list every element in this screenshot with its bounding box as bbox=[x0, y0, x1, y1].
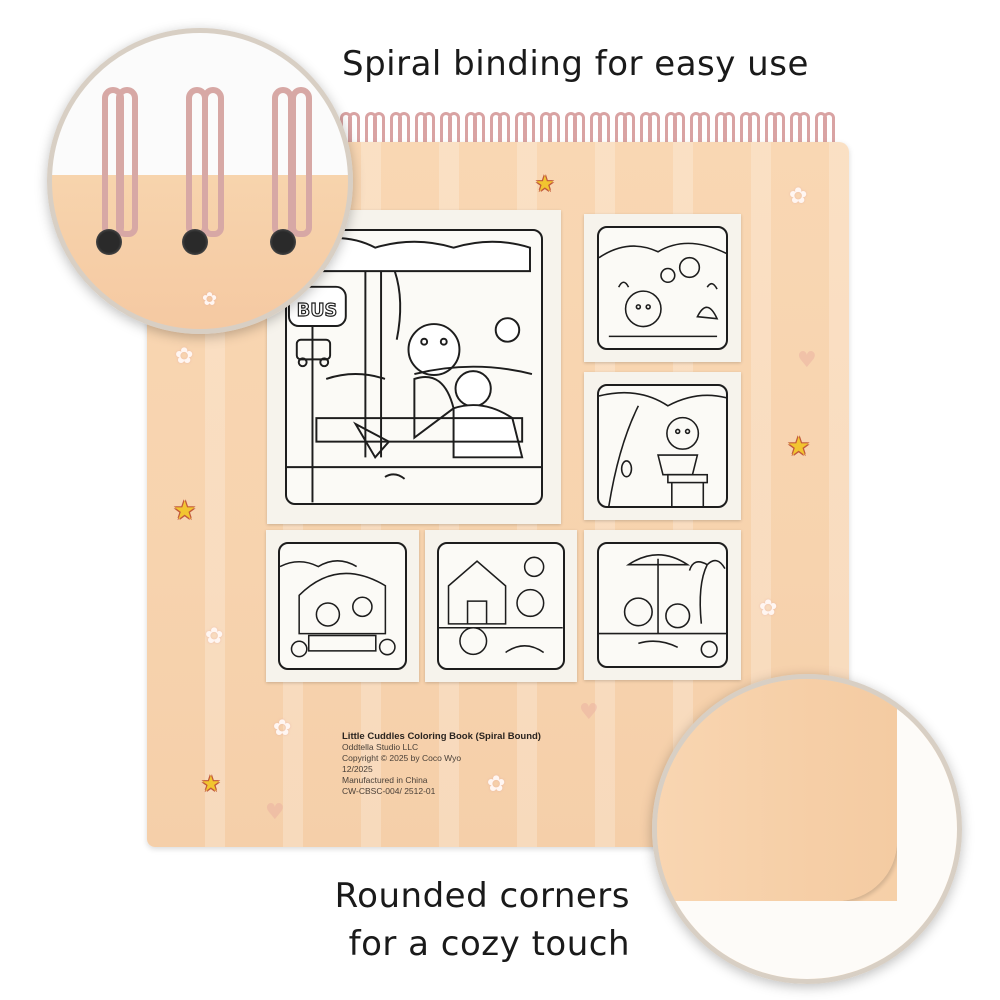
headline-corners-line1: Rounded corners bbox=[334, 876, 630, 916]
headline-corners-line2: for a cozy touch bbox=[348, 924, 630, 964]
imprint-publisher: Oddtella Studio LLC bbox=[342, 742, 419, 752]
flower-icon: ✿ bbox=[273, 716, 292, 741]
star-icon: ★ bbox=[201, 772, 221, 797]
coloring-page-forest bbox=[584, 214, 741, 362]
star-icon: ★ bbox=[173, 496, 197, 526]
imprint-origin: Manufactured in China bbox=[342, 775, 428, 785]
corner-backdrop bbox=[657, 901, 957, 979]
coloring-page-barn bbox=[425, 530, 577, 682]
bus-sign-text: BUS bbox=[296, 301, 336, 321]
imprint-copyright: Copyright © 2025 by Coco Wyo bbox=[342, 753, 462, 763]
flower-icon: ✿ bbox=[759, 596, 778, 621]
beach-sketch bbox=[598, 554, 727, 658]
flower-icon: ✿ bbox=[205, 624, 224, 649]
punch-hole bbox=[182, 229, 208, 255]
heart-icon: ♥ bbox=[579, 700, 599, 725]
zoom-corner-detail bbox=[652, 674, 962, 984]
coloring-page-treehouse bbox=[584, 372, 741, 520]
adventure-sketch bbox=[280, 560, 396, 658]
imprint-block: Little Cuddles Coloring Book (Spiral Bou… bbox=[342, 731, 541, 797]
punch-hole bbox=[270, 229, 296, 255]
imprint-code: CW-CBSC-004/ 2512-01 bbox=[342, 786, 436, 796]
heart-icon: ♥ bbox=[797, 348, 817, 373]
flower-icon: ✿ bbox=[487, 772, 506, 797]
spiral-binding bbox=[340, 112, 840, 172]
flower-icon: ✿ bbox=[789, 184, 808, 209]
barn-sketch bbox=[439, 556, 563, 656]
star-icon: ★ bbox=[787, 432, 811, 462]
imprint-title: Little Cuddles Coloring Book (Spiral Bou… bbox=[342, 731, 541, 742]
corner-backdrop bbox=[897, 679, 957, 909]
coloring-page-beach bbox=[584, 530, 741, 680]
star-icon: ★ bbox=[535, 172, 555, 197]
punch-hole bbox=[96, 229, 122, 255]
bus-stop-sketch: BUS bbox=[286, 236, 542, 503]
imprint-date: 12/2025 bbox=[342, 764, 373, 774]
flower-icon: ✿ bbox=[202, 289, 218, 310]
flower-icon: ✿ bbox=[175, 344, 194, 369]
spiral-coil bbox=[116, 87, 138, 237]
spiral-coil bbox=[290, 87, 312, 237]
forest-sketch bbox=[598, 242, 727, 337]
headline-spiral: Spiral binding for easy use bbox=[342, 44, 809, 84]
spiral-coil bbox=[202, 87, 224, 237]
rounded-corner bbox=[657, 679, 897, 901]
coloring-page-adventure bbox=[266, 530, 419, 682]
zoom-spiral-detail: ✿ bbox=[47, 28, 353, 334]
headline-corners: Rounded corners for a cozy touch bbox=[335, 872, 630, 968]
treehouse-sketch bbox=[598, 391, 727, 507]
heart-icon: ♥ bbox=[265, 800, 285, 825]
